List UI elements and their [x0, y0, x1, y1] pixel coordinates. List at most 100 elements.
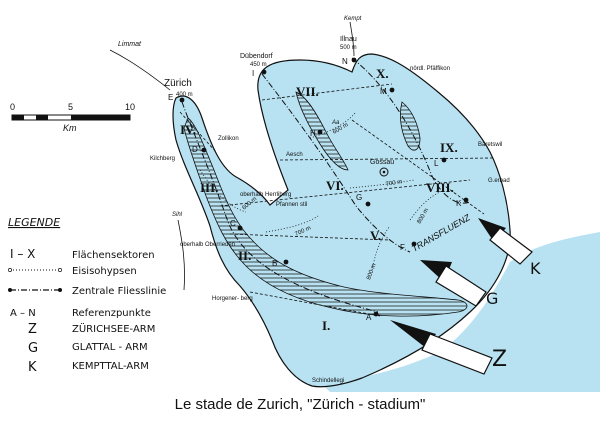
point-k: K [456, 199, 462, 208]
label-sihl: Sihl [172, 212, 183, 218]
legend-label-g: GLATTAL - ARM [72, 342, 148, 353]
label-dubendorf: Dübendorf [240, 53, 273, 60]
sector-iii: III. [200, 180, 218, 195]
sector-ix: IX. [440, 140, 458, 155]
arm-label-g: G [486, 289, 498, 308]
label-baretswil: Bäretswil [478, 142, 502, 148]
label-gerbad: G.erbad [488, 178, 510, 184]
point-b-dot [283, 259, 289, 265]
point-g-dot [365, 201, 371, 207]
legend-title: LEGENDE [8, 216, 60, 229]
label-aa: Aa [331, 120, 340, 126]
arm-label-z: Z [492, 347, 507, 372]
point-c: C [230, 219, 236, 228]
label-illnau: Illnau [340, 36, 357, 43]
legend-label-flowline: Zentrale Fliesslinie [72, 286, 166, 297]
ice-field-east [320, 232, 600, 392]
scale-bar: 0 5 10 Km [10, 102, 135, 133]
label-herrliberg: oberhalb Herrliberg [240, 192, 291, 198]
arm-labels: Z G K [486, 259, 541, 372]
gossau-marker-center [382, 170, 386, 174]
arrow-z-black [390, 320, 436, 348]
label-schindellegi: Schindellegi [312, 378, 344, 384]
arrow-g-white [435, 265, 487, 307]
label-pfaffikon: nördl. Pfäffikon [410, 66, 450, 72]
sector-viii: VIII. [426, 180, 454, 195]
sector-boundaries [179, 83, 495, 317]
legend-label-points: Referenzpunkte [72, 308, 151, 319]
point-e: E [168, 93, 173, 102]
legend-label-z: ZÜRICHSEE-ARM [72, 322, 155, 335]
point-a: A [366, 313, 372, 322]
legend-symbol-g: G [28, 341, 38, 356]
point-b: B [272, 259, 277, 268]
central-flow-lines [181, 57, 471, 313]
point-g: G [356, 193, 362, 202]
label-limmat: Limmat [118, 41, 142, 48]
legend-label-k: KEMPTTAL-ARM [72, 361, 149, 372]
arm-label-k: K [530, 259, 541, 278]
label-dubendorf-alt: 450 m [250, 62, 267, 68]
point-l: L [434, 159, 439, 168]
rivers [109, 21, 355, 291]
sector-ii: II. [238, 248, 251, 263]
sector-vii: VII. [296, 84, 319, 99]
point-m: M [380, 87, 387, 96]
arrow-z-white [421, 333, 493, 375]
point-d: D [192, 145, 198, 154]
point-n-dot [351, 57, 357, 63]
gossau-marker [379, 167, 389, 177]
sector-x: X. [376, 66, 389, 81]
legend: LEGENDE I – X Flächensektoren Eisisohyps… [8, 216, 166, 375]
point-i-dot [261, 69, 267, 75]
legend-symbol-k: K [28, 360, 37, 375]
label-illnau-alt: 500 m [340, 45, 357, 51]
sector-vi: VI. [326, 178, 344, 193]
scale-tick-5: 5 [68, 102, 73, 112]
label-zollikon: Zollikon [218, 136, 239, 142]
scale-unit: Km [63, 123, 77, 133]
sector-i: I. [322, 318, 330, 333]
sector-numerals: I. II. III. IV. V. VI. VII. VIII. IX. X. [180, 66, 458, 333]
reference-points [179, 57, 469, 317]
sector-v: V. [370, 228, 381, 243]
legend-label-contours: Eisisohypsen [72, 266, 137, 277]
figure-caption: Le stade de Zurich, "Zürich - stadium" [174, 396, 426, 413]
label-kilchberg: Kilchberg [150, 156, 175, 162]
legend-symbol-sectors: I – X [10, 247, 35, 261]
point-h: H [310, 129, 316, 138]
point-k-dot [463, 197, 469, 203]
point-l-dot [441, 157, 447, 163]
point-d-dot [201, 147, 207, 153]
point-h-dot [317, 129, 323, 135]
legend-symbol-points: A – N [10, 308, 36, 319]
point-labels: A B C D E F G H I K L M N [168, 57, 462, 322]
label-kempt: Kempt [344, 16, 362, 22]
label-aesch: Aesch [286, 152, 303, 158]
point-n: N [342, 57, 348, 66]
label-gossau: Gossau [370, 159, 394, 166]
label-zurich: Zürich [164, 78, 192, 89]
point-c-dot [237, 225, 243, 231]
ice-contours [199, 111, 445, 271]
sector-iv: IV. [180, 122, 196, 137]
contour-label-5: 700 m [385, 179, 402, 188]
point-f-dot [411, 241, 417, 247]
contour-label-3: 800 m [366, 263, 377, 281]
lake-zurich [183, 117, 468, 317]
legend-label-sectors: Flächensektoren [72, 250, 155, 261]
arrow-k-white [489, 227, 533, 265]
point-a-dot [373, 311, 379, 317]
label-zurich-alt: 400 m [176, 92, 193, 98]
label-pfannenstil: Pfannen stil [276, 202, 307, 208]
point-f: F [400, 243, 405, 252]
point-e-dot [179, 97, 185, 103]
label-horgenerberg: Horgener- berg [212, 296, 253, 302]
scale-tick-0: 0 [10, 102, 15, 112]
label-oberrieden: oberhalb Oberrieden [180, 242, 235, 248]
arm-arrows [390, 218, 533, 375]
legend-symbol-z: Z [28, 322, 37, 337]
scale-tick-10: 10 [125, 102, 135, 112]
point-m-dot [389, 87, 395, 93]
